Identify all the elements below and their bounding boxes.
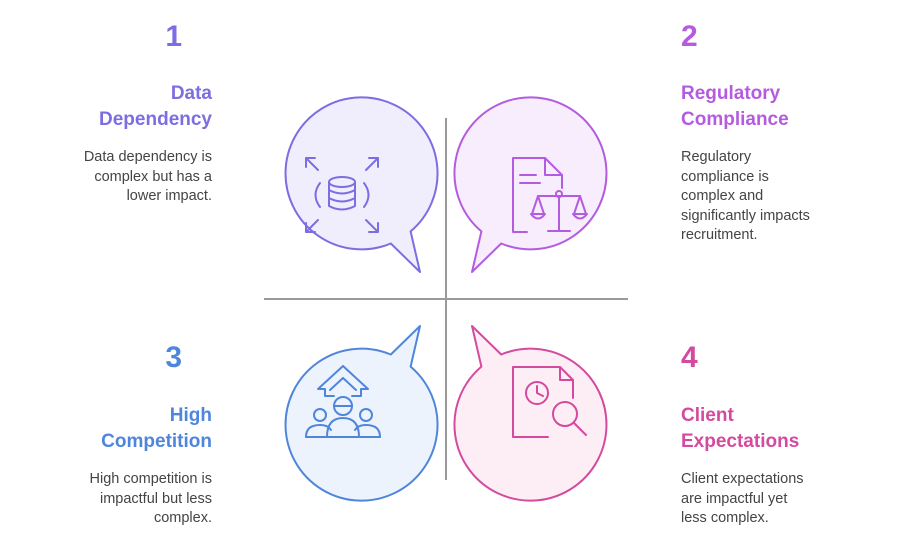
quadrant-number-2: 2 xyxy=(681,20,698,53)
quadrant-title-1: Data Dependency xyxy=(12,81,212,133)
quadrant-title-3-line2: Competition xyxy=(101,431,212,452)
quadrant-title-3: High Competition xyxy=(12,403,212,455)
quadrant-title-4-line2: Expectations xyxy=(681,431,800,452)
quadrant-desc-3-line1: High competition is xyxy=(89,471,213,487)
quadrant-desc-3-line2: impactful but less xyxy=(99,490,212,507)
quadrant-desc-2-line2: compliance is xyxy=(681,168,769,185)
document-scales-icon xyxy=(512,157,588,233)
quadrant-desc-1-line1: Data dependency is xyxy=(83,149,212,165)
quadrant-number-1: 1 xyxy=(165,20,182,53)
bubble-client-expectations xyxy=(453,325,608,502)
quadrant-desc-1-line2: complex but has a xyxy=(94,168,212,185)
quadrant-desc-2-line5: recruitment. xyxy=(681,227,758,243)
database-expand-icon xyxy=(305,157,379,233)
quadrant-title-1-line2: Dependency xyxy=(99,109,212,130)
bubble-data-dependency xyxy=(284,96,439,273)
quadrant-desc-4-line3: less complex. xyxy=(681,510,769,526)
quadrant-title-1-line1: Data xyxy=(170,83,212,104)
quadrant-desc-3: High competition is impactful but less c… xyxy=(42,470,213,529)
people-arrow-up-icon xyxy=(305,365,381,438)
quadrant-desc-4-line1: Client expectations xyxy=(681,471,804,487)
quadrant-title-4-line1: Client xyxy=(681,405,734,426)
bubble-regulatory-compliance xyxy=(453,96,608,273)
quadrant-desc-3-line3: complex. xyxy=(153,510,212,526)
quadrant-desc-2-line4: significantly impacts xyxy=(681,207,810,224)
quadrant-desc-4-line2: are impactful yet xyxy=(681,490,788,507)
quadrant-number-3: 3 xyxy=(165,341,182,374)
quadrant-title-2-line2: Compliance xyxy=(681,109,789,130)
quadrant-desc-4: Client expectations are impactful yet le… xyxy=(681,470,871,529)
quadrant-title-2: Regulatory Compliance xyxy=(681,81,881,133)
quadrant-number-4: 4 xyxy=(681,341,698,374)
quadrant-title-3-line1: High xyxy=(169,405,212,426)
quadrant-desc-2-line3: complex and xyxy=(681,188,764,204)
quadrant-title-4: Client Expectations xyxy=(681,403,881,455)
document-clock-search-icon xyxy=(512,366,587,438)
bubble-high-competition xyxy=(284,325,439,502)
quadrant-desc-1-line3: lower impact. xyxy=(126,188,212,204)
quadrant-title-2-line1: Regulatory xyxy=(681,83,781,104)
quadrant-desc-1: Data dependency is complex but has a low… xyxy=(42,148,212,207)
quadrant-desc-2: Regulatory compliance is complex and sig… xyxy=(681,148,871,246)
quadrant-desc-2-line1: Regulatory xyxy=(681,149,752,165)
